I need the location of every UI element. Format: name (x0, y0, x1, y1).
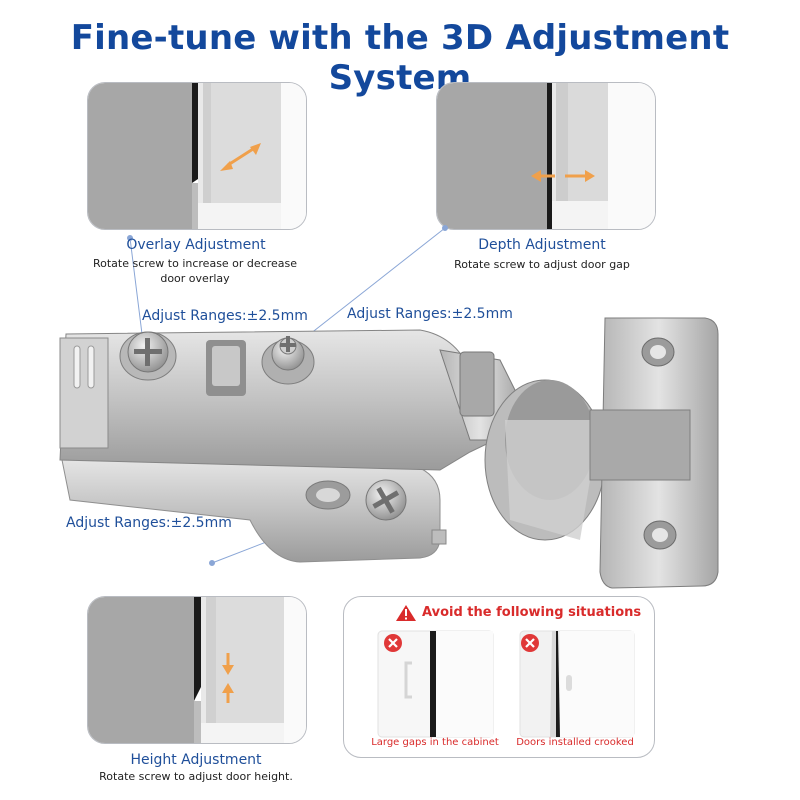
page-title: Fine-tune with the 3D Adjustment System (70, 18, 730, 98)
depth-gap-illustration (437, 83, 655, 229)
overlay-range: Adjust Ranges:±2.5mm (142, 308, 308, 324)
warning-triangle-icon (396, 605, 416, 621)
x-circle-icon-2 (521, 634, 539, 652)
overlay-gap-illustration (88, 83, 306, 229)
depth-range: Adjust Ranges:±2.5mm (347, 306, 513, 322)
depth-title: Depth Adjustment (478, 237, 606, 253)
avoid-illustrations (377, 605, 635, 738)
x-circle-icon-1 (384, 634, 402, 652)
avoid-title: Avoid the following situations (422, 605, 642, 620)
height-illustration-panel (87, 596, 307, 744)
height-title: Height Adjustment (130, 752, 262, 768)
depth-illustration-panel (436, 82, 656, 230)
depth-desc: Rotate screw to adjust door gap (454, 258, 630, 271)
height-gap-illustration (88, 597, 306, 743)
overlay-desc-line1: Rotate screw to increase or decrease (92, 257, 298, 270)
overlay-desc-line2: door overlay (160, 272, 230, 285)
height-desc: Rotate screw to adjust door height. (99, 770, 293, 783)
case1-caption: Large gaps in the cabinet (371, 737, 499, 748)
case2-caption: Doors installed crooked (516, 737, 634, 748)
height-range: Adjust Ranges:±2.5mm (66, 515, 232, 531)
avoid-situations-panel: Avoid the following situations Large gap… (343, 596, 655, 758)
overlay-title: Overlay Adjustment (126, 237, 266, 253)
overlay-illustration-panel (87, 82, 307, 230)
